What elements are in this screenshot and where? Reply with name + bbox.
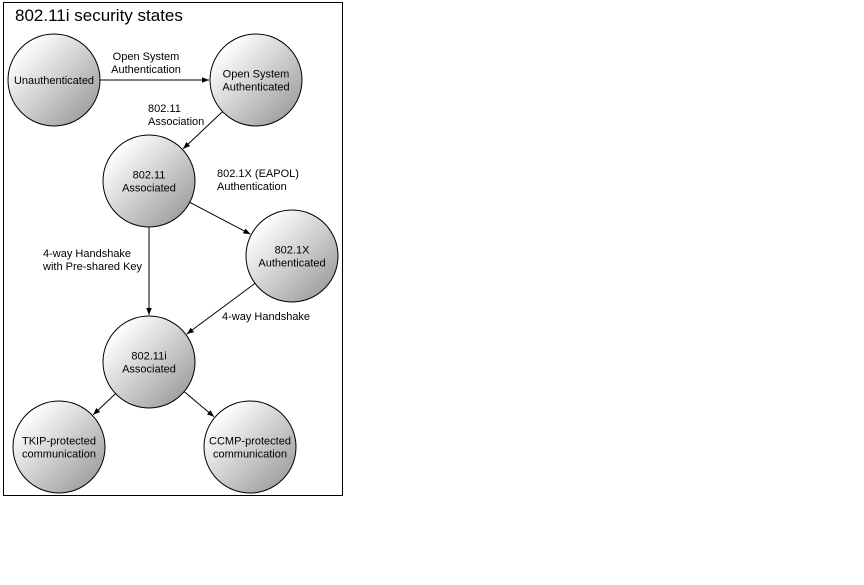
diagram-title: 802.11i security states xyxy=(15,6,183,25)
edge-arrow-to-ccmp xyxy=(183,391,215,418)
state-label-unauthenticated: Unauthenticated xyxy=(14,75,94,87)
state-circle-associated-80211 xyxy=(102,134,196,228)
edge-arrow-to-tkip xyxy=(92,393,116,416)
state-circle-authenticated-8021x xyxy=(245,209,339,303)
state-circle-associated-80211i xyxy=(102,315,196,409)
edge-label-eapol-authentication: 802.1X (EAPOL)Authentication xyxy=(217,168,299,193)
state-circle-unauthenticated xyxy=(7,33,101,127)
state-circle-open-system-authenticated xyxy=(209,33,303,127)
edge-arrow-eapol-authentication xyxy=(189,201,251,235)
edge-label-handshake-4way: 4-way Handshake xyxy=(222,311,310,323)
edge-arrow-handshake-4way xyxy=(186,282,256,335)
state-circle-tkip-protected xyxy=(12,400,106,494)
edge-arrow-association-80211 xyxy=(182,111,223,150)
state-circle-ccmp-protected xyxy=(203,400,297,494)
state-node-unauthenticated: Unauthenticated xyxy=(7,33,101,127)
